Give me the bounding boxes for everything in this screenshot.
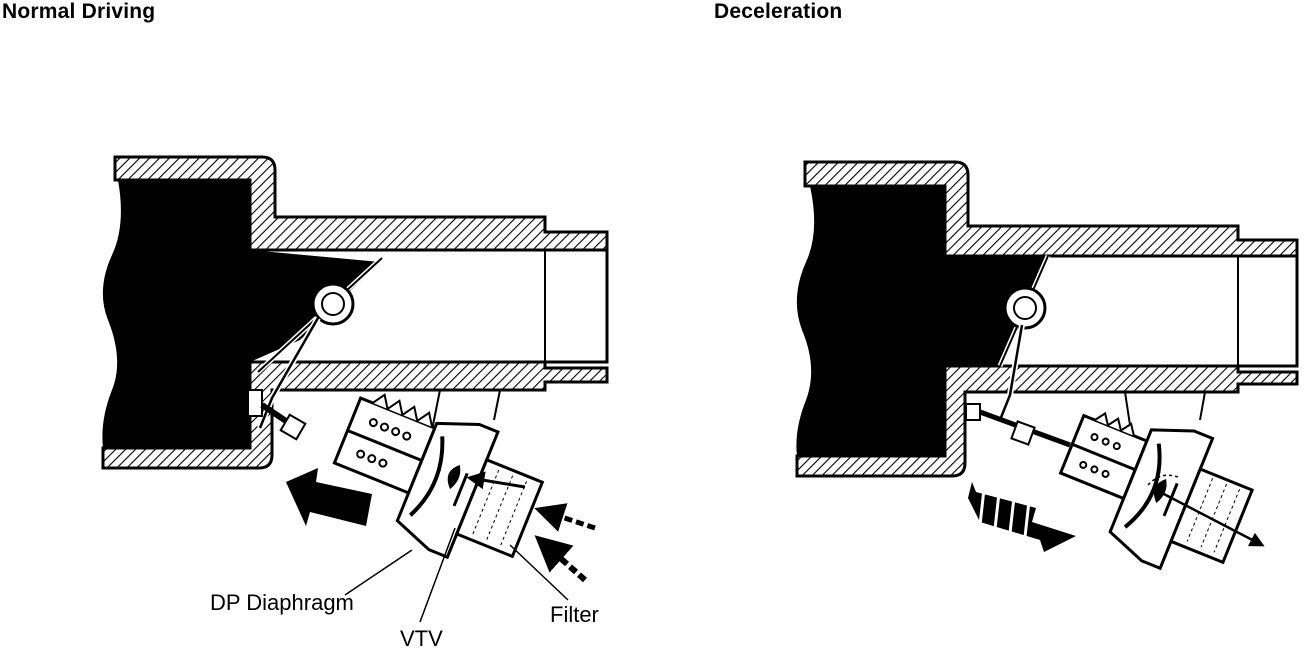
dashpot-assembly-right	[1058, 411, 1255, 571]
deceleration-diagram	[795, 160, 1299, 571]
normal-driving-title: Normal Driving	[2, 0, 156, 23]
throttle-valve	[256, 256, 384, 430]
dp-diaphragm-label: DP Diaphragm	[210, 590, 354, 615]
throttle-return-arrow	[286, 468, 372, 526]
throttle-valve-right	[997, 255, 1051, 422]
deceleration-title: Deceleration	[714, 0, 843, 23]
filter-label: Filter	[550, 602, 599, 627]
adjusting-screw	[247, 389, 307, 441]
air-outflow-arrows	[1147, 474, 1265, 547]
label-leader-lines	[344, 527, 569, 623]
adjusting-screw-right	[965, 403, 1071, 448]
intake-air-mass-right	[796, 186, 1048, 456]
vtv-label: VTV	[400, 626, 443, 650]
throttle-close-arrow	[968, 479, 1076, 552]
intake-air-mass	[102, 180, 381, 448]
air-inflow-arrows	[466, 471, 596, 583]
normal-driving-diagram: DP Diaphragm VTV Filter	[101, 155, 609, 650]
